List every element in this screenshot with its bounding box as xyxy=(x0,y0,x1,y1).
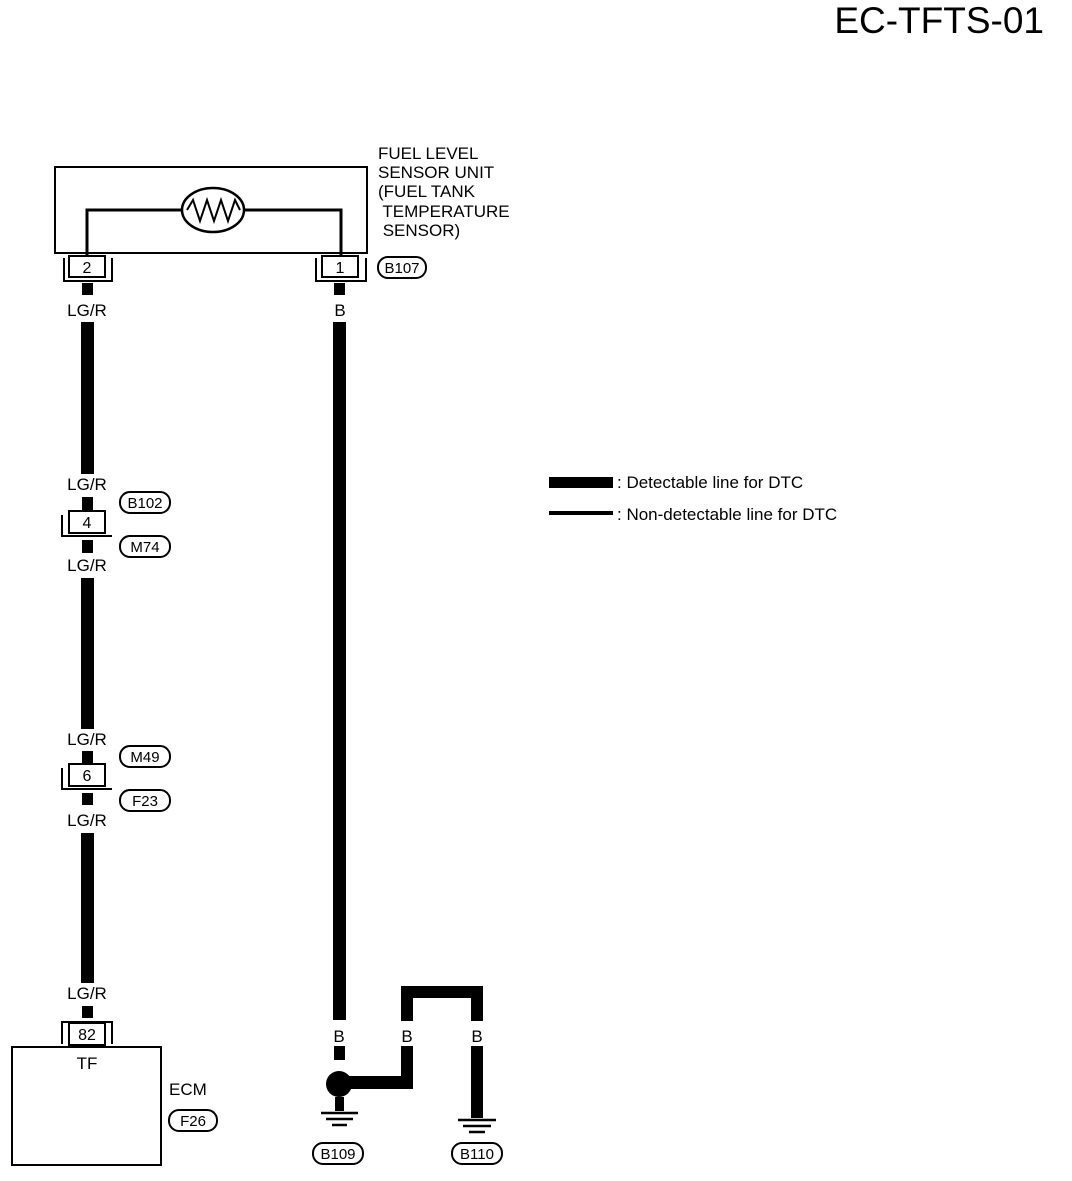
joint-pin-label: 4 xyxy=(83,515,92,532)
legend-thick-line xyxy=(549,477,613,488)
sensor-label-line-3: (FUEL TANK xyxy=(378,182,476,201)
ground-icon xyxy=(458,1118,496,1134)
svg-text:M49: M49 xyxy=(130,749,159,766)
connector-tag-b110: B110 xyxy=(451,1142,503,1165)
ecm-terminal-label: TF xyxy=(77,1054,98,1073)
ground-icon xyxy=(321,1111,358,1127)
svg-text:F26: F26 xyxy=(180,1113,206,1130)
sensor-label-line-1: FUEL LEVEL xyxy=(378,144,478,163)
legend: : Detectable line for DTC : Non-detectab… xyxy=(549,473,837,524)
svg-text:B110: B110 xyxy=(460,1146,494,1163)
wire-b xyxy=(333,283,483,1118)
sensor-label-line-2: SENSOR UNIT xyxy=(378,163,494,182)
wire-color-label: LG/R xyxy=(67,301,107,320)
sensor-pin-2: 2 xyxy=(63,255,113,282)
diagram-title: EC-TFTS-01 xyxy=(834,0,1044,41)
wire-color-label: LG/R xyxy=(67,984,107,1003)
ecm-pin-label: 82 xyxy=(78,1027,96,1044)
wire-lg-r xyxy=(81,283,94,1018)
connector-tag-f26: F26 xyxy=(168,1109,218,1132)
ecm-pin-82: 82 xyxy=(61,1021,113,1046)
sensor-pin-1-label: 1 xyxy=(336,260,345,277)
svg-text:F23: F23 xyxy=(132,793,158,810)
ecm-label: ECM xyxy=(169,1080,207,1099)
ecm-box xyxy=(11,1046,162,1166)
wire-color-label: B xyxy=(471,1027,482,1046)
wire-color-label: B xyxy=(333,1027,344,1046)
svg-text:B107: B107 xyxy=(384,260,419,277)
wire-color-label: LG/R xyxy=(67,811,107,830)
sensor-pin-2-label: 2 xyxy=(83,260,92,277)
wire-color-label: B xyxy=(401,1027,412,1046)
wire-color-label: B xyxy=(334,301,345,320)
sensor-pin-1: 1 xyxy=(315,255,367,282)
connector-tag-m74: M74 xyxy=(119,535,171,558)
joint-connector-6: 6 xyxy=(61,763,112,790)
connector-tag-f23: F23 xyxy=(119,789,171,812)
connector-tag-b107: B107 xyxy=(377,256,427,279)
joint-connector-4: 4 xyxy=(61,510,112,537)
svg-text:B109: B109 xyxy=(320,1146,355,1163)
sensor-label-line-5: SENSOR) xyxy=(378,221,460,240)
legend-non-detectable-text: : Non-detectable line for DTC xyxy=(617,505,837,524)
thermistor-icon xyxy=(180,186,246,234)
connector-tag-m49: M49 xyxy=(119,745,171,768)
joint-pin-label: 6 xyxy=(83,768,92,785)
legend-thin-line xyxy=(549,511,613,515)
sensor-label-line-4: TEMPERATURE xyxy=(378,202,510,221)
legend-detectable-text: : Detectable line for DTC xyxy=(617,473,803,492)
fuel-level-sensor-unit xyxy=(54,166,368,255)
wire-color-label: LG/R xyxy=(67,730,107,749)
wire-color-label: LG/R xyxy=(67,556,107,575)
connector-tag-b109: B109 xyxy=(312,1142,364,1165)
splice-point xyxy=(326,1071,352,1097)
wire-color-label: LG/R xyxy=(67,475,107,494)
connector-tag-b102: B102 xyxy=(119,491,171,514)
svg-text:B102: B102 xyxy=(127,495,162,512)
svg-text:M74: M74 xyxy=(130,539,159,556)
